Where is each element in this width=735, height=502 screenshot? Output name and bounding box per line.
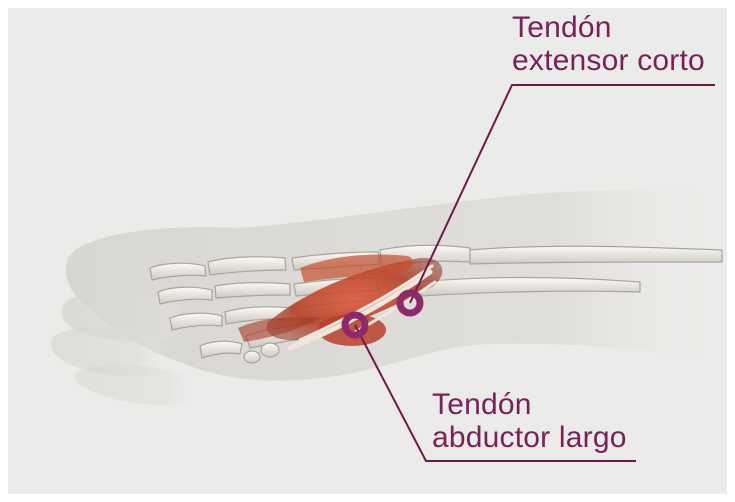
label-extensor-line2: extensor corto [512,44,705,77]
label-abductor-line2: abductor largo [432,421,627,454]
label-abductor-line1: Tendón [432,388,627,421]
label-extensor-tendon: Tendón extensor corto [512,11,705,77]
label-abductor-tendon: Tendón abductor largo [432,388,627,454]
label-extensor-line1: Tendón [512,11,705,44]
